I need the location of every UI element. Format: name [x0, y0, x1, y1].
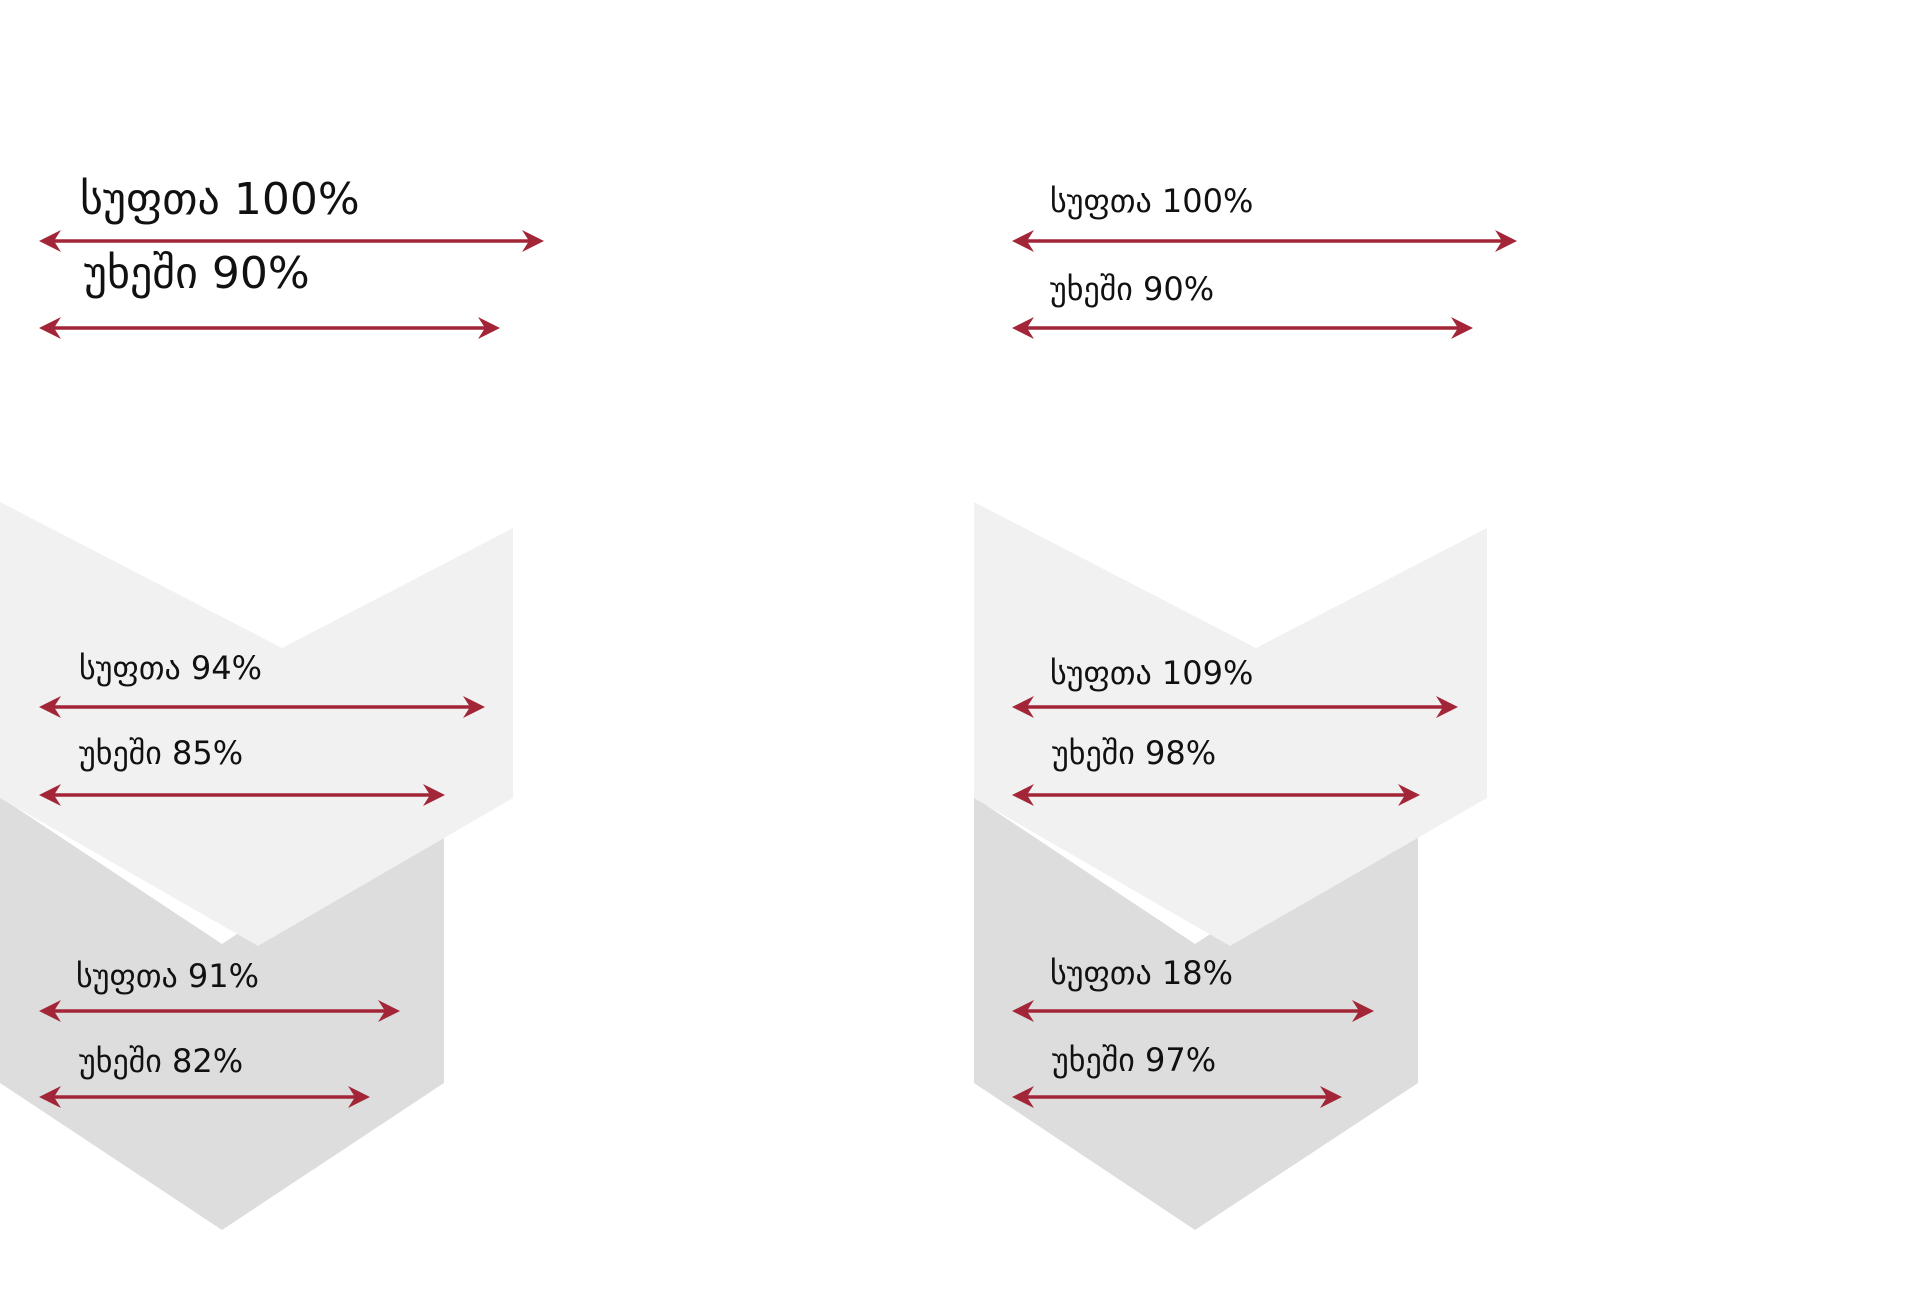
label-right-upper-clean: სუფთა 109%	[1050, 654, 1254, 692]
label-right-lower-rough: უხეში 97%	[1052, 1041, 1217, 1079]
label-left-upper-rough: უხეში 85%	[79, 734, 244, 772]
arrow-head-left	[1012, 1086, 1034, 1108]
arrow-head-right	[1495, 230, 1517, 252]
arrow-left-lower-rough	[39, 1086, 370, 1108]
label-right-top-rough: უხეში 90%	[1050, 270, 1215, 308]
arrow-right-lower-clean	[1012, 1000, 1374, 1022]
arrow-left-top-rough	[39, 317, 500, 339]
arrow-head-right	[378, 1000, 400, 1022]
arrow-head-right	[1398, 784, 1420, 806]
arrow-right-upper-rough	[1012, 784, 1420, 806]
arrow-head-right	[478, 317, 500, 339]
label-left-lower-clean: სუფთა 91%	[76, 957, 260, 995]
arrow-head-right	[522, 230, 544, 252]
right-lower-chevron	[974, 797, 1418, 1230]
arrow-head-right	[1436, 696, 1458, 718]
arrow-head-right	[1320, 1086, 1342, 1108]
left-upper-chevron	[0, 502, 513, 946]
arrow-left-upper-rough	[39, 784, 445, 806]
label-right-lower-clean: სუფთა 18%	[1050, 954, 1234, 992]
arrow-head-left	[39, 696, 61, 718]
left-lower-chevron	[0, 797, 444, 1230]
arrow-right-top-rough	[1012, 317, 1473, 339]
arrow-head-left	[1012, 696, 1034, 718]
label-left-lower-rough: უხეში 82%	[79, 1042, 244, 1080]
arrow-left-top-clean	[39, 230, 544, 252]
right-upper-chevron	[974, 502, 1487, 946]
arrow-head-left	[39, 784, 61, 806]
arrow-head-right	[348, 1086, 370, 1108]
arrow-head-left	[1012, 784, 1034, 806]
arrow-head-left	[1012, 230, 1034, 252]
arrow-head-left	[1012, 1000, 1034, 1022]
arrow-head-left	[39, 1000, 61, 1022]
arrow-right-upper-clean	[1012, 696, 1458, 718]
arrow-head-right	[1451, 317, 1473, 339]
label-right-top-clean: სუფთა 100%	[1050, 182, 1254, 220]
arrow-head-right	[463, 696, 485, 718]
arrow-right-top-clean	[1012, 230, 1517, 252]
label-left-upper-clean: სუფთა 94%	[79, 649, 263, 687]
arrow-head-right	[1352, 1000, 1374, 1022]
label-right-upper-rough: უხეში 98%	[1052, 734, 1217, 772]
arrow-left-lower-clean	[39, 1000, 400, 1022]
arrow-head-left	[39, 230, 61, 252]
arrow-head-right	[423, 784, 445, 806]
arrow-head-left	[1012, 317, 1034, 339]
arrow-right-lower-rough	[1012, 1086, 1342, 1108]
label-left-top-rough: უხეში 90%	[84, 248, 310, 299]
arrow-left-upper-clean	[39, 696, 485, 718]
arrow-head-left	[39, 1086, 61, 1108]
arrow-head-left	[39, 317, 61, 339]
label-left-top-clean: სუფთა 100%	[80, 174, 360, 225]
